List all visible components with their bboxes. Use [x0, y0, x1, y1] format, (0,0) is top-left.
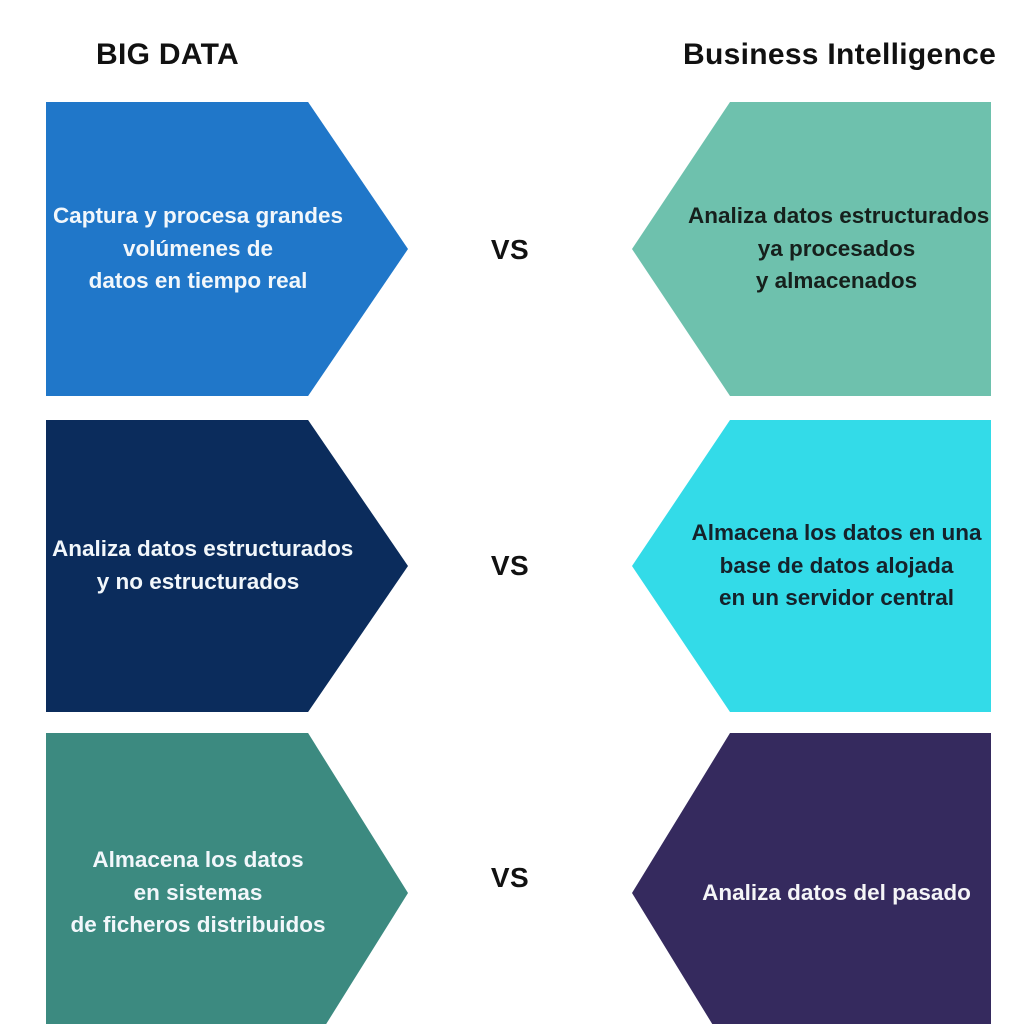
- arrow-text-line: Almacena los datos en una: [691, 519, 982, 545]
- arrow-text-line: de ficheros distribuidos: [70, 912, 326, 938]
- comparison-row: Analiza datos estructurados y no estruct…: [0, 420, 1024, 712]
- arrow-text-line: Analiza datos estructurados: [52, 536, 354, 562]
- business-intelligence-arrow-1-text: Analiza datos estructurados ya procesado…: [632, 200, 991, 299]
- arrow-text-line: volúmenes de: [122, 235, 274, 261]
- arrow-text-line: Analiza datos del pasado: [702, 879, 971, 905]
- arrow-text-line: y almacenados: [755, 268, 918, 294]
- business-intelligence-arrow-2: Almacena los datos en una base de datos …: [632, 420, 991, 712]
- column-title-business-intelligence: Business Intelligence: [683, 38, 997, 71]
- arrow-text-line: ya procesados: [757, 235, 916, 261]
- arrow-text-line: Analiza datos estructurados: [688, 202, 990, 228]
- big-data-arrow-1: Captura y procesa grandes volúmenes de d…: [46, 102, 408, 396]
- arrow-text-line: datos en tiempo real: [88, 268, 308, 294]
- arrow-text-line: Captura y procesa grandes: [52, 202, 344, 228]
- business-intelligence-arrow-3-text: Analiza datos del pasado: [632, 877, 991, 910]
- business-intelligence-arrow-1: Analiza datos estructurados ya procesado…: [632, 102, 991, 396]
- big-data-arrow-2: Analiza datos estructurados y no estruct…: [46, 420, 408, 712]
- arrow-text-line: Almacena los datos: [92, 846, 304, 872]
- business-intelligence-arrow-2-text: Almacena los datos en una base de datos …: [632, 517, 991, 616]
- arrow-text-line: y no estructurados: [96, 569, 300, 594]
- arrow-text-line: en sistemas: [133, 879, 263, 905]
- column-title-big-data: BIG DATA: [96, 38, 239, 71]
- big-data-arrow-3-text: Almacena los datos en sistemas de ficher…: [46, 844, 408, 943]
- big-data-arrow-1-text: Captura y procesa grandes volúmenes de d…: [46, 200, 408, 299]
- big-data-arrow-3: Almacena los datos en sistemas de ficher…: [46, 733, 408, 1024]
- arrow-text-line: base de datos alojada: [719, 552, 954, 578]
- comparison-row: Captura y procesa grandes volúmenes de d…: [0, 102, 1024, 396]
- business-intelligence-arrow-3: Analiza datos del pasado: [632, 733, 991, 1024]
- arrow-text-line: en un servidor central: [718, 585, 955, 611]
- comparison-row: Almacena los datos en sistemas de ficher…: [0, 733, 1024, 1024]
- big-data-arrow-2-text: Analiza datos estructurados y no estruct…: [46, 533, 408, 599]
